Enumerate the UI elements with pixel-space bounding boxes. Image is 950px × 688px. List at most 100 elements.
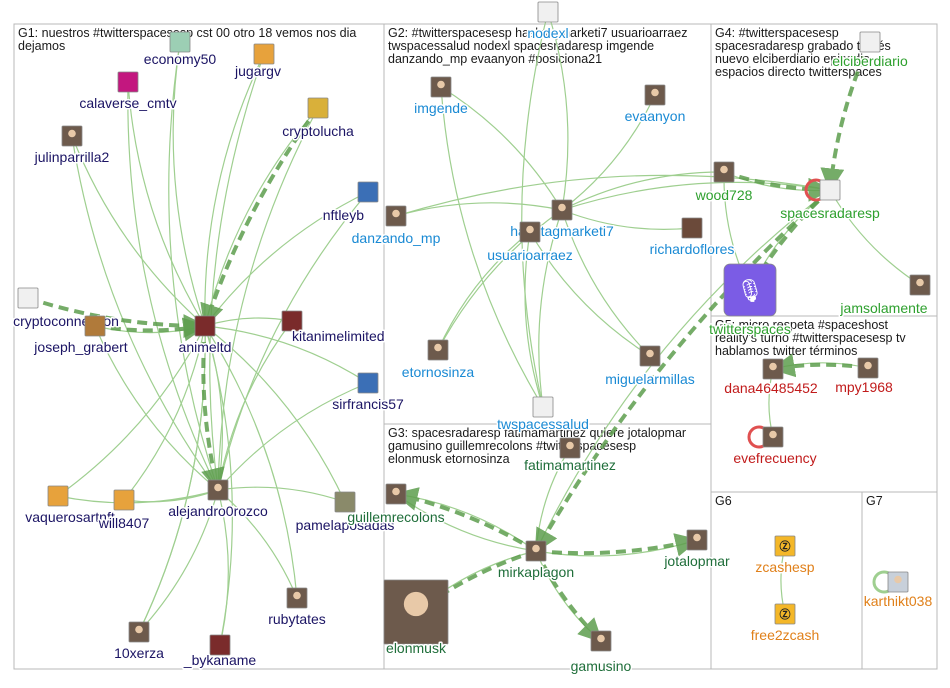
node-label: zcashesp bbox=[755, 559, 814, 575]
face-icon bbox=[437, 80, 445, 89]
edge bbox=[561, 171, 725, 211]
edge bbox=[535, 189, 831, 552]
node-elciberdiario[interactable]: elciberdiario bbox=[831, 31, 909, 71]
edge bbox=[538, 209, 563, 408]
node-gamusino[interactable]: gamusino bbox=[569, 630, 633, 676]
face-icon bbox=[769, 430, 777, 439]
group-label-g2: danzando_mp evaanyon #posiciona21 bbox=[388, 52, 602, 66]
node-nftleyb[interactable]: nftleyb bbox=[321, 181, 379, 225]
node-julinparrilla2[interactable]: julinparrilla2 bbox=[32, 125, 111, 167]
node-vaquerosart[interactable]: vaquerosartnft bbox=[24, 485, 116, 527]
edge bbox=[395, 202, 563, 218]
node-nodexl[interactable]: nodexl bbox=[526, 1, 570, 43]
node-label: _bykaname bbox=[183, 652, 257, 668]
group-label-g6: G6 bbox=[715, 494, 732, 508]
node-rubytates[interactable]: rubytates bbox=[267, 587, 327, 629]
node-alejandro0rozco[interactable]: alejandro0rozco bbox=[167, 479, 270, 521]
node-pamelaposadas[interactable]: pamelaposadas bbox=[294, 491, 396, 535]
spaces-avatar bbox=[723, 263, 777, 317]
node-usuarioarraez[interactable]: usuarioarraez bbox=[486, 221, 574, 265]
node-calaverse-cmtv[interactable]: calaverse_cmtv bbox=[78, 71, 178, 113]
node-label: jotalopmar bbox=[663, 553, 730, 569]
node-mpy1968[interactable]: mpy1968 bbox=[834, 357, 895, 397]
node-jugargv[interactable]: jugargv bbox=[233, 43, 282, 81]
edge bbox=[204, 325, 346, 503]
edge bbox=[217, 485, 346, 503]
node-label: vaquerosartnft bbox=[25, 509, 115, 525]
node-label: twspacessalud bbox=[497, 416, 589, 432]
node-cryptolucha[interactable]: cryptolucha bbox=[281, 97, 356, 141]
node-mirkaplagon[interactable]: mirkaplagon bbox=[496, 540, 576, 582]
coin-avatar bbox=[774, 535, 796, 557]
node-evefrecuency[interactable]: evefrecuency bbox=[732, 426, 818, 468]
face-icon bbox=[403, 591, 429, 617]
cartoon-avatar bbox=[113, 489, 135, 511]
node-animeltd[interactable]: animeltd bbox=[177, 315, 233, 357]
node-label: elciberdiario bbox=[832, 53, 908, 69]
node-etornosinza[interactable]: etornosinza bbox=[400, 339, 476, 382]
edge bbox=[437, 231, 531, 351]
edge bbox=[138, 489, 220, 633]
node-guillemrecolons[interactable]: guillemrecolons bbox=[346, 483, 446, 527]
node-danzando-mp[interactable]: danzando_mp bbox=[350, 205, 442, 248]
node-twitterspaces[interactable]: 🎙twitterspaces bbox=[708, 263, 792, 339]
node-label: cryptolucha bbox=[282, 123, 354, 139]
node-imgende[interactable]: imgende bbox=[413, 76, 470, 118]
node-jotalopmar[interactable]: jotalopmar bbox=[662, 529, 732, 571]
node-elonmusk[interactable]: elonmusk bbox=[383, 579, 448, 658]
edge bbox=[203, 107, 319, 327]
node-label: dana46485452 bbox=[724, 380, 818, 396]
node-label: wood728 bbox=[695, 187, 753, 203]
node-sirfrancis57[interactable]: sirfrancis57 bbox=[331, 372, 405, 414]
face-icon bbox=[68, 129, 76, 138]
node-kitanimelimited[interactable]: kitanimelimited bbox=[281, 310, 386, 346]
edge bbox=[204, 325, 298, 599]
group-label-g2: G2: #twitterspacesesp hashtagmarketi7 us… bbox=[388, 26, 687, 40]
monkey-avatar bbox=[84, 315, 106, 337]
group-label-g4: G4: #twitterspacesesp bbox=[715, 26, 839, 40]
edge bbox=[127, 81, 206, 327]
group-label-g4: espacios directo twitterspaces bbox=[715, 65, 882, 79]
edge bbox=[217, 382, 369, 491]
node-wood728[interactable]: wood728 bbox=[693, 161, 754, 205]
anime-avatar bbox=[209, 634, 231, 656]
node-10xerza[interactable]: 10xerza bbox=[113, 621, 166, 663]
node-miguelarmillas[interactable]: miguelarmillas bbox=[604, 345, 696, 389]
node-label: gamusino bbox=[571, 658, 632, 674]
node-economy50[interactable]: economy50 bbox=[142, 31, 218, 69]
node-richardoflores[interactable]: richardoflores bbox=[648, 217, 736, 259]
node-joseph-grabert[interactable]: joseph_grabert bbox=[32, 315, 129, 357]
group-label-g3: elonmusk etornosinza bbox=[388, 452, 510, 466]
node-dana46485452[interactable]: dana46485452 bbox=[723, 358, 819, 398]
node-label: evefrecuency bbox=[733, 450, 816, 466]
node-label: joseph_grabert bbox=[33, 339, 128, 355]
face-icon bbox=[693, 533, 701, 542]
group-label-g1: dejamos bbox=[18, 39, 65, 53]
face-icon bbox=[646, 349, 654, 358]
node-label: imgende bbox=[414, 100, 468, 116]
node--bykaname[interactable]: _bykaname bbox=[181, 634, 258, 670]
node-spacesradaresp[interactable]: spacesradaresp bbox=[779, 179, 882, 223]
node-fatimamartinez[interactable]: fatimamartinez bbox=[523, 437, 617, 475]
node-label: nodexl bbox=[527, 25, 568, 41]
cartoon-avatar bbox=[253, 43, 275, 65]
group-label-g4: spacesradaresp grabado través bbox=[715, 39, 891, 53]
luchador-avatar bbox=[307, 97, 329, 119]
edge bbox=[168, 41, 220, 491]
node-will8407[interactable]: will8407 bbox=[96, 489, 151, 533]
edge bbox=[829, 189, 921, 286]
node-label: miguelarmillas bbox=[605, 371, 694, 387]
face-icon bbox=[651, 88, 659, 97]
node-twspacessalud[interactable]: twspacessalud bbox=[496, 396, 590, 434]
node-label: jamsolamente bbox=[839, 300, 927, 316]
node-label: calaverse_cmtv bbox=[79, 95, 176, 111]
skull-avatar bbox=[117, 71, 139, 93]
node-evaanyon[interactable]: evaanyon bbox=[623, 84, 687, 126]
logo-avatar bbox=[819, 179, 841, 201]
node-label: guillemrecolons bbox=[347, 509, 444, 525]
node-jamsolamente[interactable]: jamsolamente bbox=[838, 274, 931, 318]
node-karthikt038[interactable]: karthikt038 bbox=[862, 571, 934, 611]
